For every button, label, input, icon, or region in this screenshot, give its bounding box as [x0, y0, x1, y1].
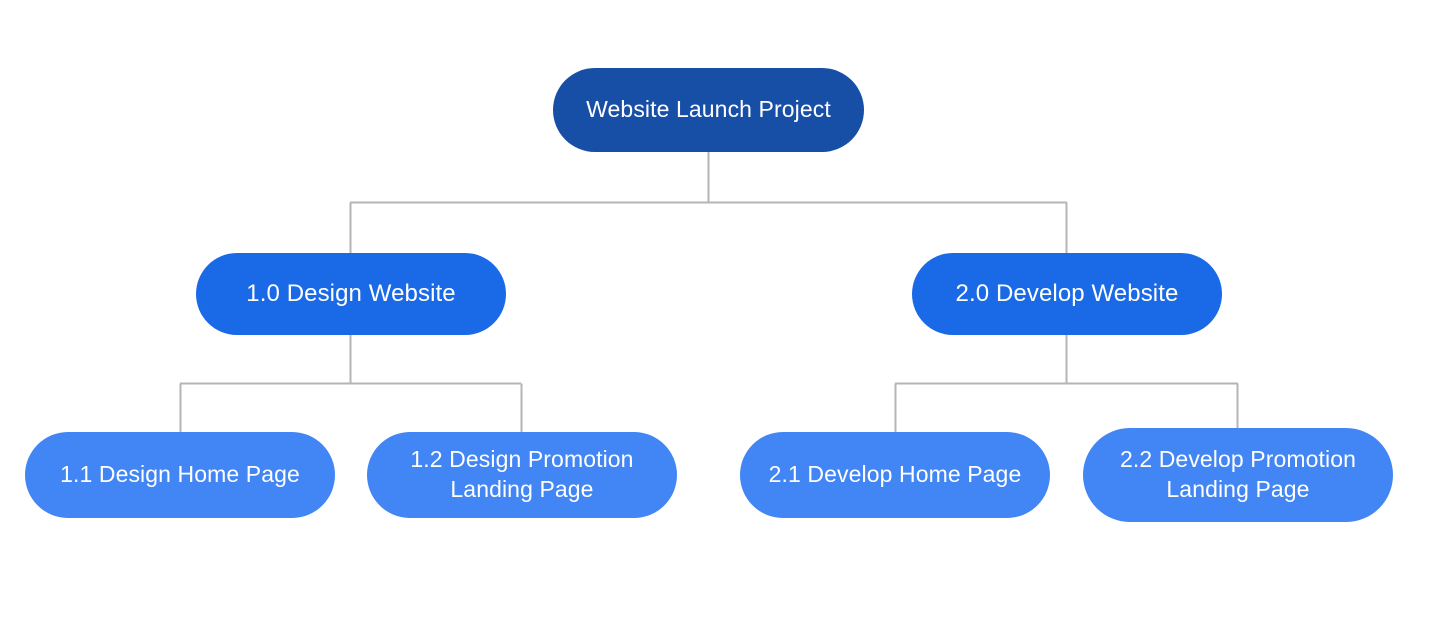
wbs-node-1-1-design-home-page[interactable]: 1.1 Design Home Page — [25, 432, 335, 518]
wbs-node-1-0-design-website[interactable]: 1.0 Design Website — [196, 253, 506, 335]
wbs-node-1-2-design-promotion-landing-page[interactable]: 1.2 Design Promotion Landing Page — [367, 432, 677, 518]
wbs-node-root[interactable]: Website Launch Project — [553, 68, 864, 152]
wbs-node-2-0-develop-website[interactable]: 2.0 Develop Website — [912, 253, 1222, 335]
wbs-node-2-2-develop-promotion-landing-page[interactable]: 2.2 Develop Promotion Landing Page — [1083, 428, 1393, 522]
wbs-node-2-1-develop-home-page[interactable]: 2.1 Develop Home Page — [740, 432, 1050, 518]
